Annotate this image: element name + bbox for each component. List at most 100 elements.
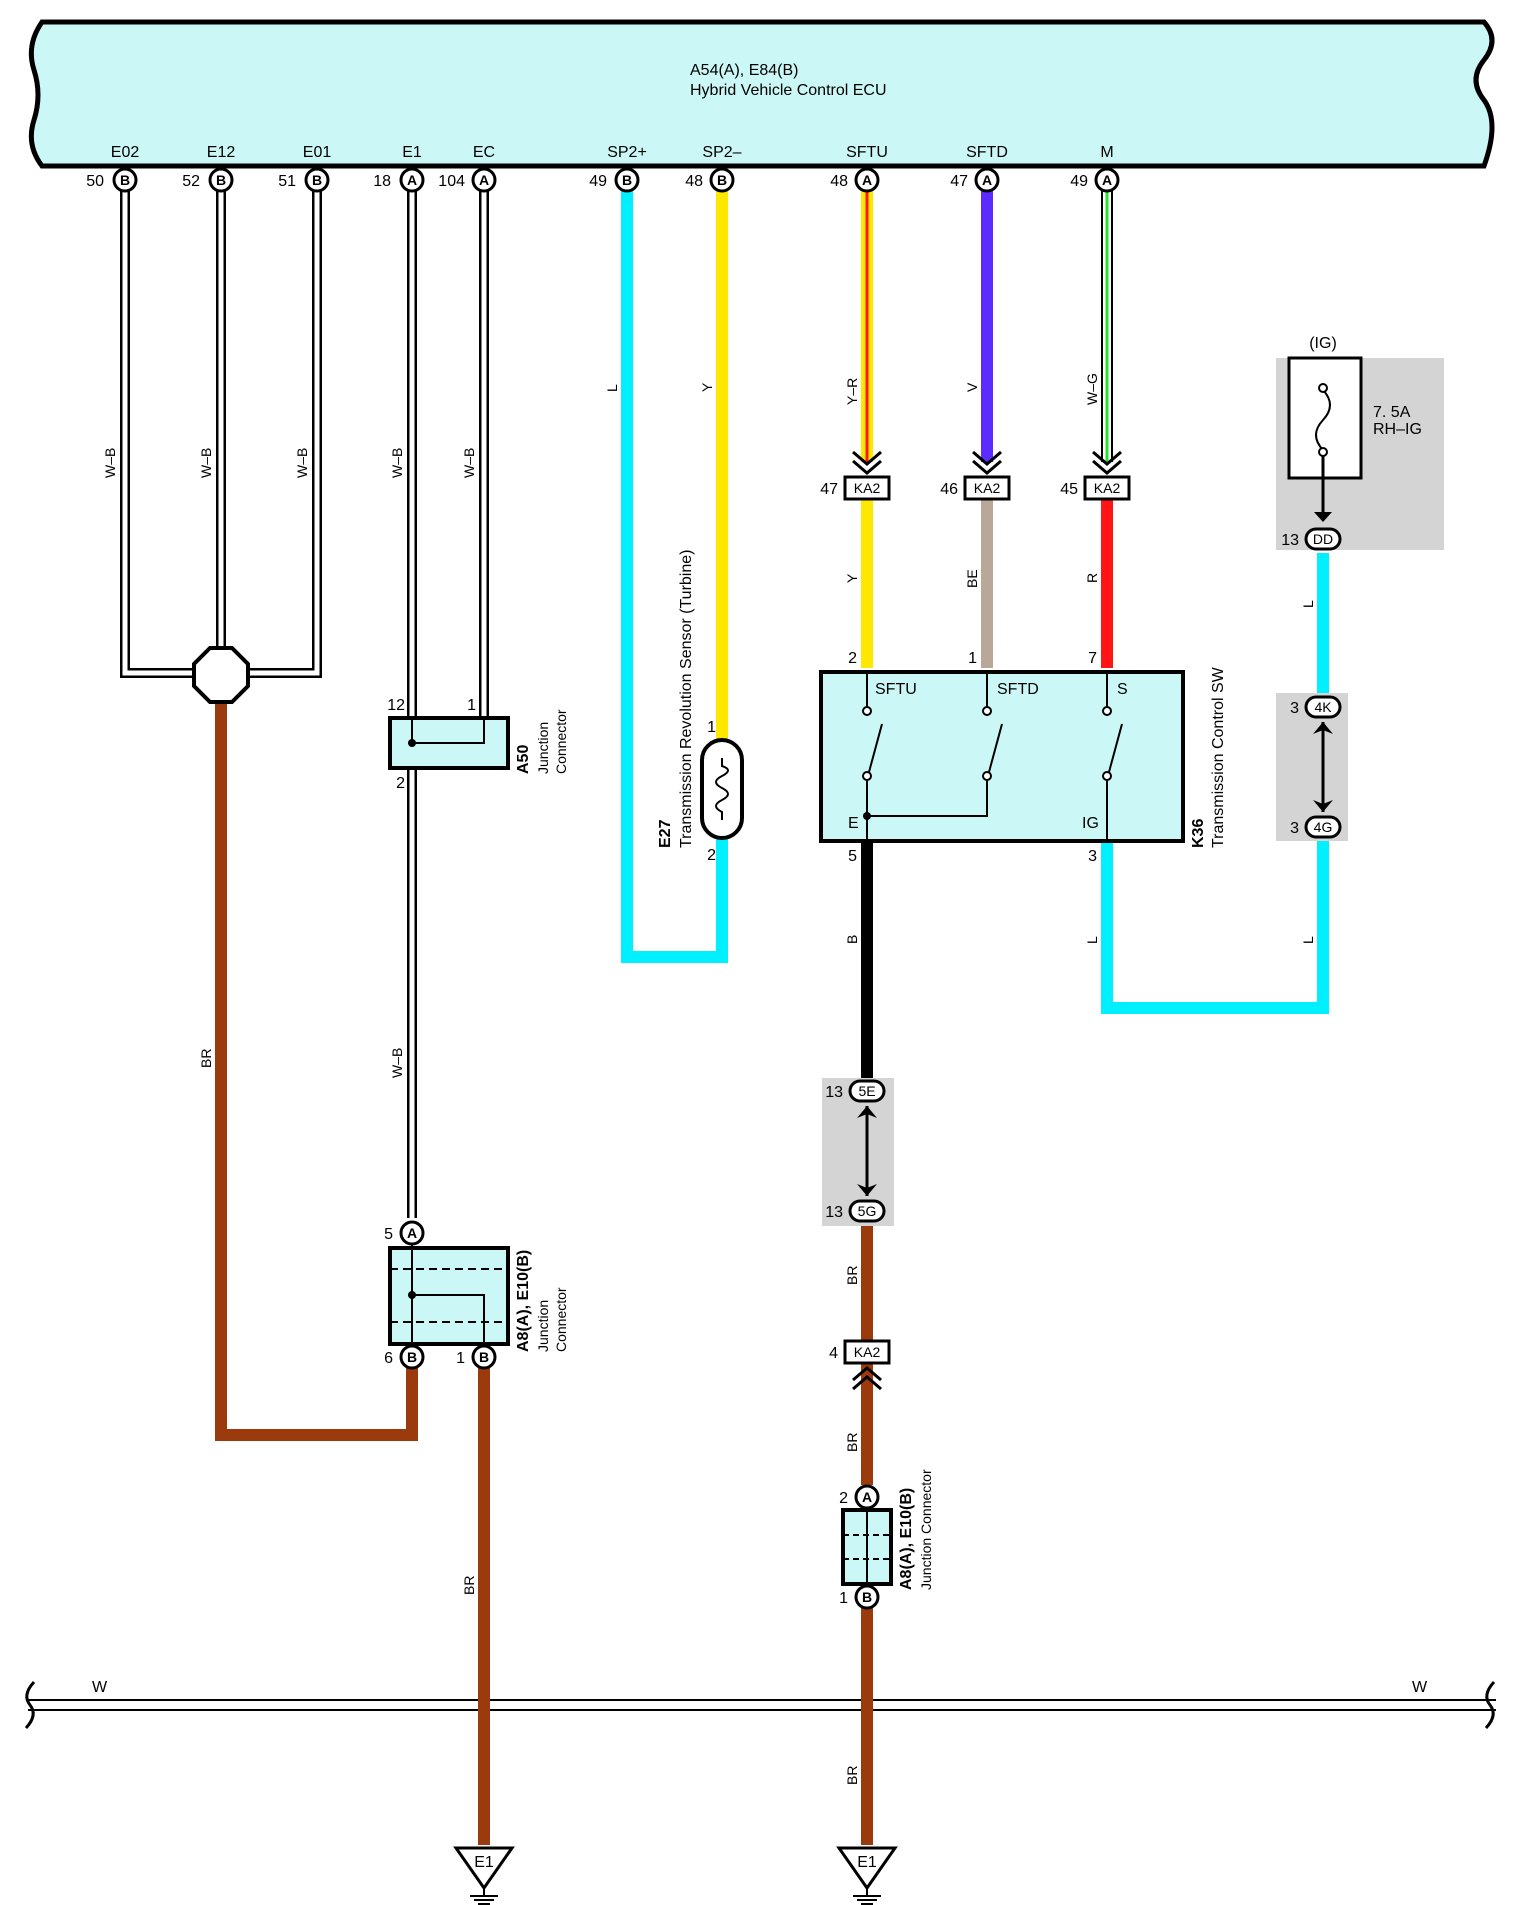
ecu-pin-name-e1: E1 [402,144,422,161]
ka2-label-45: KA2 [1094,480,1121,496]
wire-label-l3: L [1084,936,1100,944]
wire-label-be: BE [964,569,980,588]
switch-contact-s [1108,723,1123,773]
ecu-pin-name-m: M [1100,144,1113,161]
a8-1-pin-br: 1 [456,1350,465,1367]
a8-2-pin-top-conn: A [862,1489,872,1505]
inline-num-4k: 3 [1290,700,1299,717]
switch-name: Transmission Control SW [1210,666,1227,848]
ka2-num-4: 4 [829,1345,838,1362]
ecu-pin-conn-e02: B [120,172,130,188]
wire-label-l2: L [1300,600,1316,608]
wire-label-y2: Y [844,573,860,583]
fuse-pin-num: 13 [1281,532,1299,549]
fuse-supply: (IG) [1309,335,1337,352]
ka2-connector-47: KA2 47 [820,450,891,501]
switch-contact-sftd [988,723,1003,773]
ecu-pin-conn-sftu: A [862,172,872,188]
ecu-pin-terminals: B 50 B 52 B 51 A 18 A 104 B 49 B 48 A 48… [86,167,1120,193]
switch-pin-e: 5 [848,848,857,865]
wire-wb-e02 [120,190,200,678]
wire-label-r: R [1084,573,1100,583]
ecu-pin-conn-sftd: A [982,172,992,188]
switch-contact-sftu [868,723,883,773]
sensor-coil-icon [715,758,729,820]
ecu-block: A54(A), E84(B) Hybrid Vehicle Control EC… [28,19,1495,169]
wire-label-br4: BR [844,1433,860,1452]
ecu-label: A54(A), E84(B) [690,62,798,79]
a50-line2: Connector [553,709,569,774]
wire-label-wb2: W–B [198,448,214,478]
transmission-control-switch: SFTU SFTD S E IG 2 1 7 5 3 K36 Transmiss… [819,650,1227,865]
switch-pin-s: 7 [1088,650,1097,667]
ecu-pin-name-sp2plus: SP2+ [607,144,647,161]
break-mark-left [24,1680,36,1730]
sensor-pin-1: 1 [707,719,716,736]
wire-label-wg: W–G [1084,373,1100,405]
break-label-left: W [92,1679,108,1696]
switch-term-s: S [1117,681,1128,698]
ka2-label-4: KA2 [854,1344,881,1360]
a50-pin-bottom: 2 [396,775,405,792]
ecu-pin-num-e12: 52 [182,173,200,190]
junction-connector-a8-2: A 2 B 1 A8(A), E10(B) Junction Connector [839,1469,934,1610]
inline-num-5e: 13 [825,1084,843,1101]
ground-1: E1 [453,1846,515,1905]
wire-label-l4: L [1300,936,1316,944]
ecu-pin-name-e02: E02 [111,144,140,161]
ecu-pin-conn-sp2minus: B [717,172,727,188]
ecu-pin-num-sftd: 47 [950,173,968,190]
wire-l-sp2plus [621,190,728,963]
inline-label-4g: 4G [1314,819,1333,835]
a8-1-line2: Connector [553,1287,569,1352]
switch-term-sftu: SFTU [875,681,917,698]
ka2-connector-46: KA2 46 [940,450,1011,501]
ecu-pin-conn-m: A [1102,172,1112,188]
wire-label-br3: BR [844,1266,860,1285]
ka2-connector-4: KA2 4 [829,1339,891,1391]
ground-icon-1 [453,1846,515,1891]
inline-label-5g: 5G [858,1203,877,1219]
ka2-num-46: 46 [940,481,958,498]
ground-2: E1 [836,1846,898,1905]
switch-pin-sftd: 1 [968,650,977,667]
wire-labels: W–B W–B W–B W–B W–B W–B L Y Y–R V W–G Y … [102,373,1316,1785]
ecu-pin-name-ec: EC [473,144,495,161]
break-line: W W [24,1679,1496,1730]
a8-1-pin-bl: 6 [384,1350,393,1367]
ecu-body [28,19,1495,169]
ecu-pin-conn-e12: B [216,172,226,188]
revolution-sensor: 1 2 E27 Transmission Revolution Sensor (… [657,550,744,864]
a8-1-pin-top: 5 [384,1226,393,1243]
wire-label-v: V [964,382,980,392]
ecu-pin-name-sftd: SFTD [966,144,1008,161]
a8-1-pin-bl-conn: B [407,1349,417,1365]
switch-term-sftd: SFTD [997,681,1039,698]
ecu-pin-num-sftu: 48 [830,173,848,190]
fuse-pin-label: DD [1313,531,1333,547]
wire-l-4g-ig [1101,838,1329,1014]
ka2-num-45: 45 [1060,481,1078,498]
a8-2-pin-bottom: 1 [839,1590,848,1607]
switch-pin-ig: 3 [1088,848,1097,865]
a8-1-id: A8(A), E10(B) [515,1250,532,1352]
inline-connector-4k-4g: 4K 3 4G 3 [1276,693,1348,841]
sensor-id: E27 [657,819,674,848]
ecu-pin-num-sp2plus: 49 [589,173,607,190]
break-mark-right [1484,1680,1496,1730]
ecu-pin-num-e1: 18 [373,173,391,190]
ecu-pin-num-sp2minus: 48 [685,173,703,190]
fuse-icon [1315,389,1331,451]
ground-label-2: E1 [857,1854,877,1871]
wire-label-wb6: W–B [389,1048,405,1078]
ecu-pin-name-e12: E12 [207,144,236,161]
junction-connector-a8-1: A 5 B 6 B 1 A8(A), E10(B) Junction Conne… [384,1220,569,1370]
inline-num-4g: 3 [1290,820,1299,837]
inline-label-5e: 5E [858,1083,875,1099]
ecu-pin-num-e01: 51 [278,173,296,190]
inline-connector-5e-5g: 5E 13 5G 13 [822,1078,894,1226]
ecu-pin-conn-sp2plus: B [622,172,632,188]
a8-2-line1: Junction Connector [918,1469,934,1590]
junction-connector-a50: 12 1 2 A50 Junction Connector [387,697,569,792]
